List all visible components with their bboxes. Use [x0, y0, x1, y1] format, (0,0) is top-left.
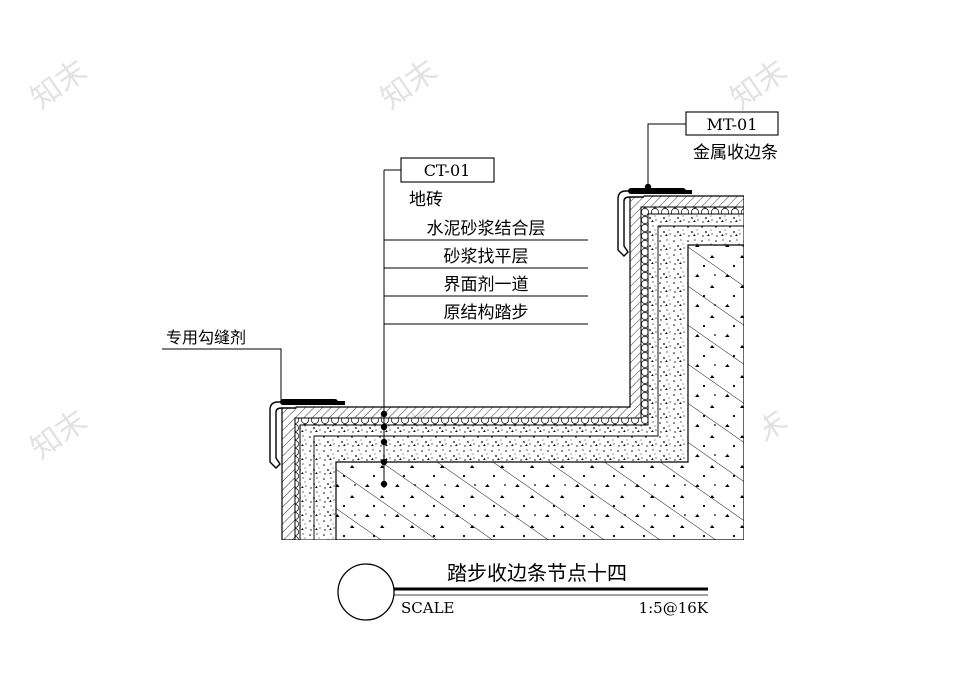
- interface-agent-line: [313, 225, 744, 540]
- ct-leader: [380, 169, 401, 488]
- leader-dot: [380, 458, 388, 466]
- layer-label: 原结构踏步: [444, 303, 529, 323]
- sealant-leader: [162, 348, 282, 400]
- ct-01-tag-text: CT-01: [424, 161, 471, 180]
- layer-label: 水泥砂浆结合层: [427, 219, 546, 239]
- leader-dot: [380, 410, 388, 418]
- watermark-text: 知末: [25, 403, 94, 466]
- title-block: 踏步收边条节点十四 SCALE 1:5@16K: [337, 561, 709, 621]
- scale-value: 1:5@16K: [639, 599, 709, 617]
- mt-01-tag-text: MT-01: [707, 115, 758, 134]
- watermark-text: 知末: [375, 53, 444, 116]
- mt-leader: [644, 123, 686, 191]
- detail-number-circle: [337, 563, 395, 621]
- ct-01-material-label: 地砖: [409, 190, 443, 210]
- layer-label: 砂浆找平层: [444, 247, 529, 267]
- stair-section: [276, 180, 764, 550]
- watermark-text: 知末: [25, 53, 94, 116]
- detail-title: 踏步收边条节点十四: [447, 561, 627, 585]
- layer-label: 界面剂一道: [444, 275, 529, 295]
- scale-label: SCALE: [401, 599, 455, 617]
- mt-01-tag: MT-01: [685, 111, 779, 136]
- layer-labels: 水泥砂浆结合层 砂浆找平层 界面剂一道 原结构踏步: [384, 219, 588, 325]
- sealant-label: 专用勾缝剂: [166, 328, 246, 347]
- leader-dot: [380, 480, 388, 488]
- metal-edge-strip-lower: [269, 399, 345, 469]
- watermark-text: 知末: [725, 53, 794, 116]
- leader-dot: [380, 438, 388, 446]
- leader-dot: [380, 423, 388, 431]
- mt-01-material-label: 金属收边条: [693, 143, 778, 163]
- metal-edge-strip-upper: [617, 188, 692, 257]
- ct-01-tag: CT-01: [400, 157, 495, 183]
